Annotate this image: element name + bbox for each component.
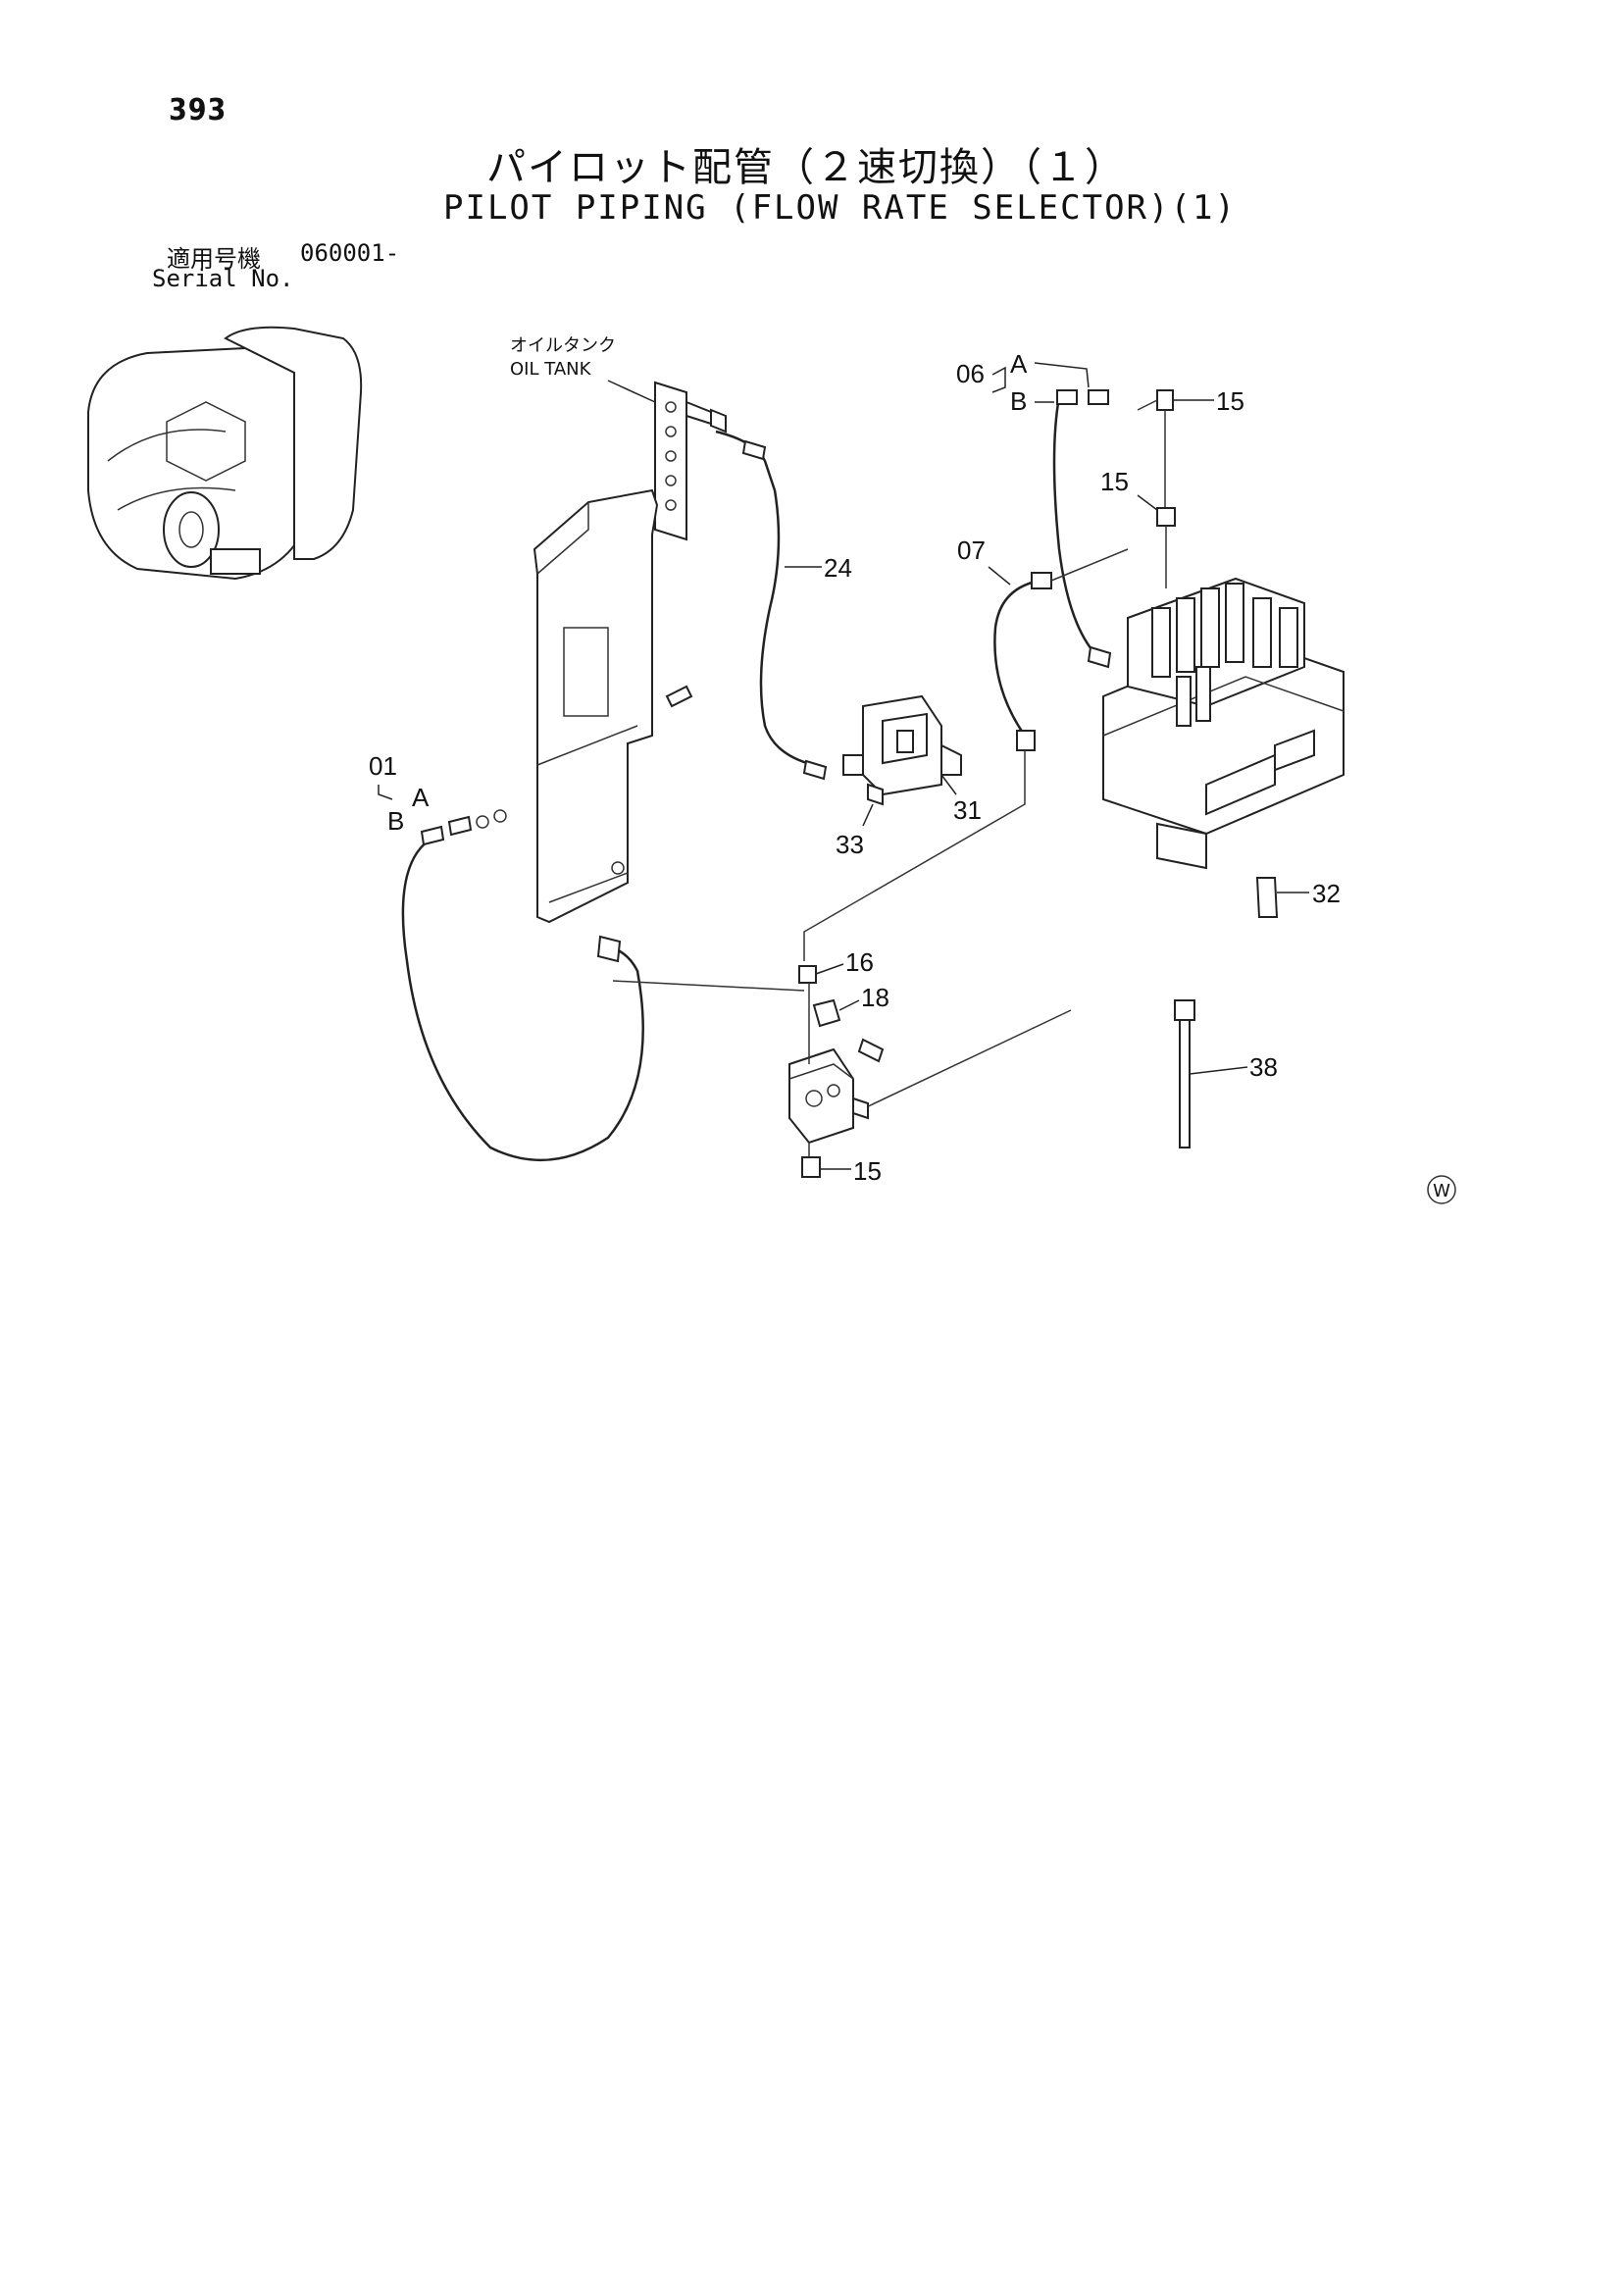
fitting-32 — [1255, 877, 1279, 918]
callout-06-a: A — [1010, 349, 1028, 379]
serial-value: 060001- — [300, 239, 400, 267]
callout-01-b: B — [387, 806, 404, 836]
hose-01 — [401, 837, 644, 1162]
callout-06: 06 — [956, 359, 985, 388]
serial-label-english: Serial No. — [152, 265, 294, 292]
machine-overview-icon — [87, 326, 363, 581]
callout-15-bottom: 15 — [853, 1156, 882, 1186]
callout-01: 01 — [369, 751, 397, 781]
callout-31: 31 — [953, 795, 982, 825]
callout-24: 24 — [824, 553, 852, 583]
hose-24 — [715, 430, 815, 767]
pilot-valve-block — [788, 1047, 869, 1145]
cable-tie-38 — [1174, 999, 1195, 1148]
mounting-bracket — [533, 488, 693, 924]
solenoid-valve — [842, 694, 962, 796]
callout-01-a: A — [412, 783, 430, 812]
callout-15-mid: 15 — [1100, 467, 1129, 496]
callout-16: 16 — [845, 947, 874, 977]
oil-tank-label-jp: オイルタンク — [510, 335, 616, 356]
callout-15-top: 15 — [1216, 386, 1244, 416]
page-number: 393 — [169, 93, 228, 128]
callout-32: 32 — [1312, 879, 1341, 908]
callout-33: 33 — [836, 830, 864, 859]
callout-18: 18 — [861, 983, 889, 1012]
oil-tank-port-plate — [654, 381, 727, 541]
circled-w-mark — [1427, 1175, 1456, 1204]
control-valve-assembly — [1102, 577, 1345, 870]
callout-38: 38 — [1249, 1052, 1278, 1082]
fitting-15-bottom — [801, 1156, 821, 1178]
hose-06 — [1052, 396, 1099, 658]
fitting-16 — [798, 965, 817, 984]
oil-tank-label-en: OIL TANK — [510, 359, 592, 380]
callout-06-b: B — [1010, 386, 1027, 416]
serial-label-japanese: 適用号機 — [167, 245, 261, 273]
callout-07: 07 — [957, 536, 986, 565]
title-english: PILOT PIPING (FLOW RATE SELECTOR)(1) — [443, 188, 1237, 228]
title-japanese: パイロット配管（２速切換）（１） — [486, 145, 1126, 190]
hose-07 — [993, 579, 1040, 737]
circled-w-letter: W — [1433, 1181, 1450, 1201]
fitting-18 — [812, 998, 841, 1028]
